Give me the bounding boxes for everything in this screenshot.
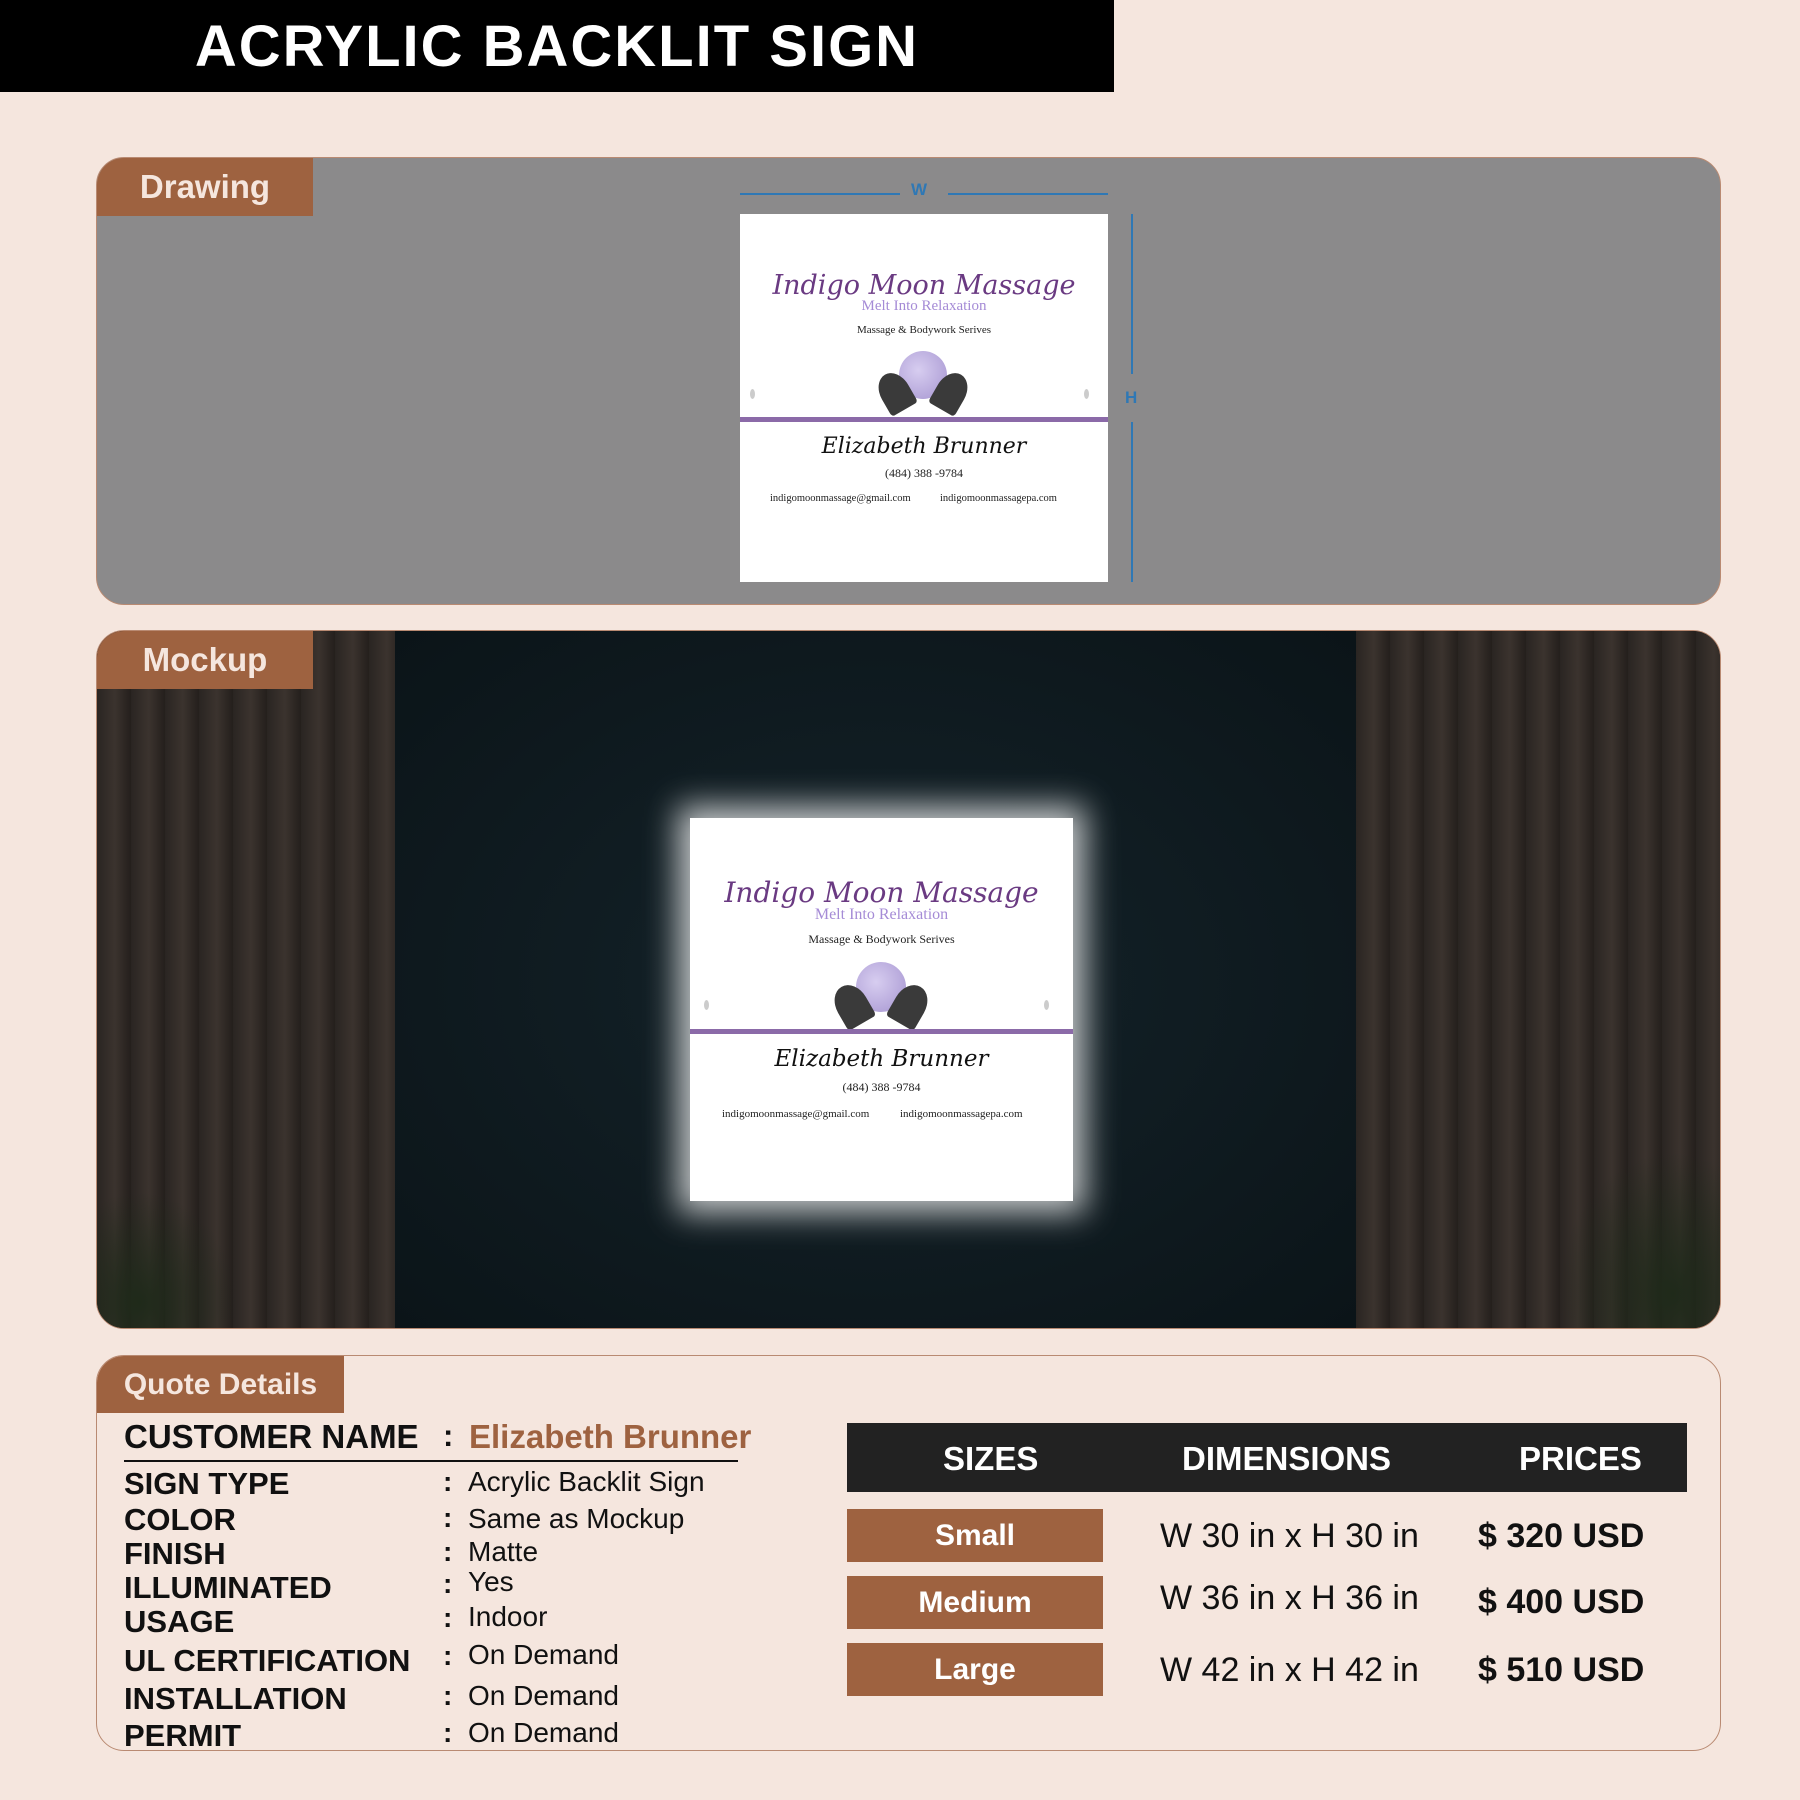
sign-email: indigomoonmassage@gmail.com bbox=[770, 493, 911, 504]
size-small-button[interactable]: Small bbox=[847, 1509, 1103, 1562]
installation-label: INSTALLATION bbox=[124, 1681, 347, 1716]
usage-label: USAGE bbox=[124, 1604, 235, 1639]
colon: : bbox=[443, 1602, 453, 1633]
pricing-table-header: SIZES DIMENSIONS PRICES bbox=[847, 1423, 1687, 1492]
colon: : bbox=[443, 1466, 453, 1497]
drawing-panel: Drawing W H Indigo Moon Massage Melt Int… bbox=[96, 157, 1721, 605]
sign-divider bbox=[740, 417, 1108, 422]
width-label: W bbox=[911, 180, 928, 199]
permit-label: PERMIT bbox=[124, 1718, 242, 1751]
width-dimension-line bbox=[948, 193, 1108, 195]
color-label: COLOR bbox=[124, 1502, 236, 1537]
size-medium-button[interactable]: Medium bbox=[847, 1576, 1103, 1629]
sign-tagline: Melt Into Relaxation bbox=[814, 906, 949, 923]
customer-underline bbox=[124, 1460, 738, 1462]
installation-value: On Demand bbox=[468, 1680, 619, 1711]
sign-website: indigomoonmassagepa.com bbox=[900, 1108, 1023, 1120]
height-dimension-line bbox=[1131, 214, 1133, 374]
plant-left bbox=[97, 1191, 237, 1328]
width-dimension-line bbox=[740, 193, 900, 195]
price-small: $ 320 USD bbox=[1478, 1517, 1645, 1555]
colon: : bbox=[443, 1536, 453, 1567]
standoff-icon bbox=[750, 389, 755, 399]
header-dimensions: DIMENSIONS bbox=[1182, 1440, 1392, 1477]
height-label: H bbox=[1125, 388, 1138, 407]
illuminated-label: ILLUMINATED bbox=[124, 1570, 332, 1605]
sign-name: Elizabeth Brunner bbox=[821, 434, 1027, 459]
finish-value: Matte bbox=[468, 1536, 539, 1567]
sign-mockup: Indigo Moon Massage Melt Into Relaxation… bbox=[690, 818, 1073, 1201]
colon: : bbox=[443, 1568, 453, 1599]
dimensions-large: W 42 in x H 42 in bbox=[1160, 1651, 1419, 1689]
sign-services: Massage & Bodywork Serives bbox=[856, 324, 992, 336]
colon: : bbox=[443, 1418, 454, 1453]
drawing-tab: Drawing bbox=[97, 158, 313, 216]
colon: : bbox=[443, 1640, 453, 1671]
illuminated-value: Yes bbox=[468, 1566, 514, 1597]
ul-certification-label: UL CERTIFICATION bbox=[124, 1643, 411, 1678]
mockup-panel: Mockup Indigo Moon Massage Melt Into Rel… bbox=[96, 630, 1721, 1329]
header-sizes: SIZES bbox=[943, 1440, 1039, 1477]
sign-divider bbox=[690, 1029, 1073, 1034]
dimensions-medium: W 36 in x H 36 in bbox=[1160, 1579, 1419, 1617]
sign-type-value: Acrylic Backlit Sign bbox=[468, 1466, 705, 1497]
standoff-icon bbox=[1044, 1000, 1049, 1010]
price-large: $ 510 USD bbox=[1478, 1651, 1645, 1689]
colon: : bbox=[443, 1680, 453, 1711]
sign-brand: Indigo Moon Massage bbox=[724, 876, 1039, 909]
sign-brand: Indigo Moon Massage bbox=[772, 270, 1076, 301]
colon: : bbox=[443, 1717, 453, 1748]
sign-type-label: SIGN TYPE bbox=[124, 1466, 290, 1501]
sign-tagline: Melt Into Relaxation bbox=[861, 298, 987, 314]
usage-value: Indoor bbox=[468, 1601, 548, 1632]
size-large-button[interactable]: Large bbox=[847, 1643, 1103, 1696]
sign-services: Massage & Bodywork Serives bbox=[808, 932, 955, 946]
color-value: Same as Mockup bbox=[468, 1503, 685, 1534]
price-medium: $ 400 USD bbox=[1478, 1583, 1645, 1621]
customer-name-label: CUSTOMER NAME bbox=[124, 1418, 419, 1455]
ul-certification-value: On Demand bbox=[468, 1639, 619, 1670]
sign-phone: (484) 388 -9784 bbox=[885, 466, 963, 480]
colon: : bbox=[443, 1502, 453, 1533]
sign-drawing: Indigo Moon Massage Melt Into Relaxation… bbox=[740, 214, 1108, 582]
sign-name: Elizabeth Brunner bbox=[774, 1046, 989, 1072]
page-title: ACRYLIC BACKLIT SIGN bbox=[0, 0, 1114, 92]
header-prices: PRICES bbox=[1519, 1440, 1642, 1477]
height-dimension-line bbox=[1131, 422, 1133, 582]
customer-name-value: Elizabeth Brunner bbox=[469, 1418, 752, 1455]
standoff-icon bbox=[1084, 389, 1089, 399]
permit-value: On Demand bbox=[468, 1717, 619, 1748]
plant-right bbox=[1557, 1151, 1720, 1328]
sign-phone: (484) 388 -9784 bbox=[842, 1080, 921, 1094]
sign-website: indigomoonmassagepa.com bbox=[940, 493, 1057, 504]
standoff-icon bbox=[704, 1000, 709, 1010]
finish-label: FINISH bbox=[124, 1536, 226, 1571]
quote-details-panel: Quote Details CUSTOMER NAME : Elizabeth … bbox=[96, 1355, 1721, 1751]
sign-email: indigomoonmassage@gmail.com bbox=[722, 1108, 870, 1120]
mockup-tab: Mockup bbox=[97, 631, 313, 689]
dimensions-small: W 30 in x H 30 in bbox=[1160, 1517, 1419, 1555]
quote-details-tab: Quote Details bbox=[97, 1356, 344, 1413]
